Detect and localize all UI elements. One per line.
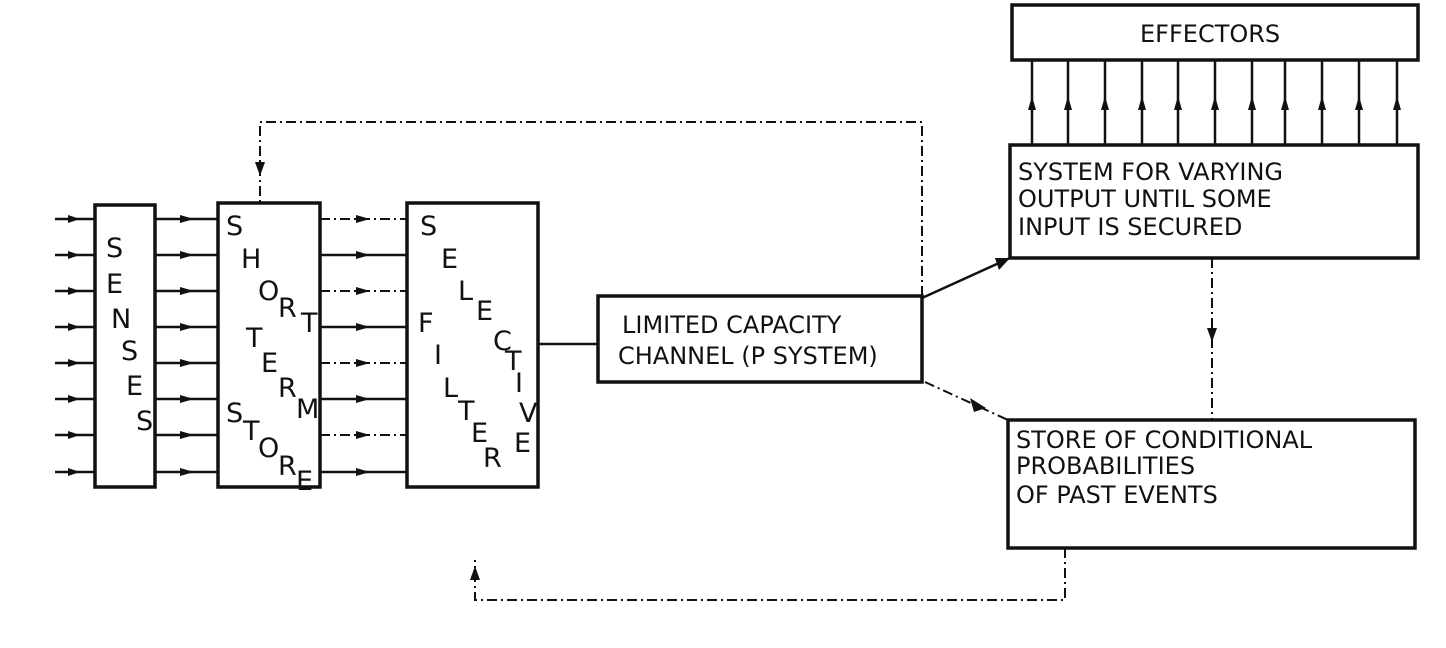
channel-to-store-feedback-line: [259, 121, 923, 296]
arrowhead-icon: [68, 251, 80, 259]
arrowhead-icon: [356, 431, 370, 439]
arrowhead-icon: [1355, 96, 1363, 110]
arrowhead-icon: [68, 431, 80, 439]
arrowhead-icon: [68, 468, 80, 476]
arrowhead-icon: [1248, 96, 1256, 110]
arrowhead-icon: [1028, 96, 1036, 110]
arrowhead-icon: [356, 215, 370, 223]
arrowhead-icon: [68, 359, 80, 367]
arrowhead-icon: [180, 395, 194, 403]
arrowhead-icon: [970, 398, 986, 412]
effectors-label: EFFECTORS: [1140, 20, 1280, 48]
arrowhead-icon: [255, 162, 265, 176]
connection-arrows: [55, 60, 1401, 601]
arrowhead-icon: [356, 395, 370, 403]
senses-box: [93, 203, 157, 489]
arrowhead-icon: [356, 359, 370, 367]
limited-capacity-label-1: LIMITED CAPACITY: [622, 311, 842, 339]
arrowhead-icon: [68, 287, 80, 295]
store-label-3: OF PAST EVENTS: [1016, 481, 1218, 509]
arrowhead-icon: [1174, 96, 1182, 110]
arrowhead-icon: [180, 431, 194, 439]
arrowhead-icon: [180, 323, 194, 331]
store-label-2: PROBABILITIES: [1016, 452, 1195, 480]
arrowhead-icon: [356, 251, 370, 259]
conditional-probabilities-store-box: [1006, 418, 1417, 550]
arrowhead-icon: [1138, 96, 1146, 110]
output-system-label-3: INPUT IS SECURED: [1018, 213, 1242, 241]
arrowhead-icon: [995, 258, 1010, 270]
arrowhead-icon: [180, 215, 194, 223]
arrowhead-icon: [68, 215, 80, 223]
output-system-label-2: OUTPUT UNTIL SOME: [1018, 185, 1272, 213]
short-term-store-box: [216, 201, 322, 489]
selective-filter-box: [405, 201, 540, 489]
arrowhead-icon: [68, 323, 80, 331]
store-label-1: STORE OF CONDITIONAL: [1016, 426, 1313, 454]
arrowhead-icon: [1207, 328, 1217, 342]
arrowhead-icon: [180, 287, 194, 295]
effectors-box: [1010, 3, 1420, 62]
limited-capacity-label-2: CHANNEL (P SYSTEM): [618, 342, 878, 370]
channel-to-store-line: [924, 381, 1009, 421]
arrowhead-icon: [180, 251, 194, 259]
output-system-label-1: SYSTEM FOR VARYING: [1018, 158, 1283, 186]
arrowhead-icon: [180, 359, 194, 367]
channel-to-output-line: [921, 256, 1011, 300]
arrowhead-icon: [356, 468, 370, 476]
arrowhead-icon: [1101, 96, 1109, 110]
arrowhead-icon: [356, 287, 370, 295]
arrowhead-icon: [1281, 96, 1289, 110]
store-to-filter-feedback-line: [474, 548, 1066, 601]
arrowhead-icon: [1393, 96, 1401, 110]
arrowhead-icon: [68, 395, 80, 403]
arrowhead-icon: [1211, 96, 1219, 110]
arrowhead-icon: [470, 566, 480, 580]
arrowhead-icon: [356, 323, 370, 331]
output-system-box: [1008, 143, 1420, 260]
arrowhead-icon: [1318, 96, 1326, 110]
arrowhead-icon: [180, 468, 194, 476]
arrowhead-icon: [1064, 96, 1072, 110]
limited-capacity-channel-box: [596, 294, 924, 384]
